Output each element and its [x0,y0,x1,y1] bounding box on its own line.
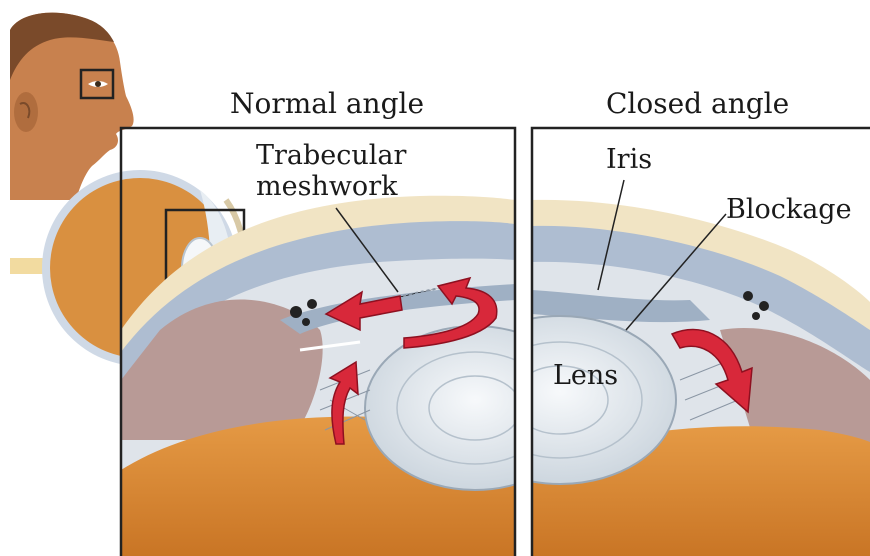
trabecular-label-line1: Trabecular [256,140,406,171]
trabecular-label-line2: meshwork [256,171,406,202]
lens-label: Lens [553,362,618,389]
head-profile-illustration [10,13,134,200]
closed-angle-title: Closed angle [606,90,789,118]
blockage-label: Blockage [726,196,852,223]
iris-label: Iris [606,146,652,173]
normal-angle-title: Normal angle [230,90,424,118]
trabecular-meshwork-label: Trabecular meshwork [256,140,406,202]
